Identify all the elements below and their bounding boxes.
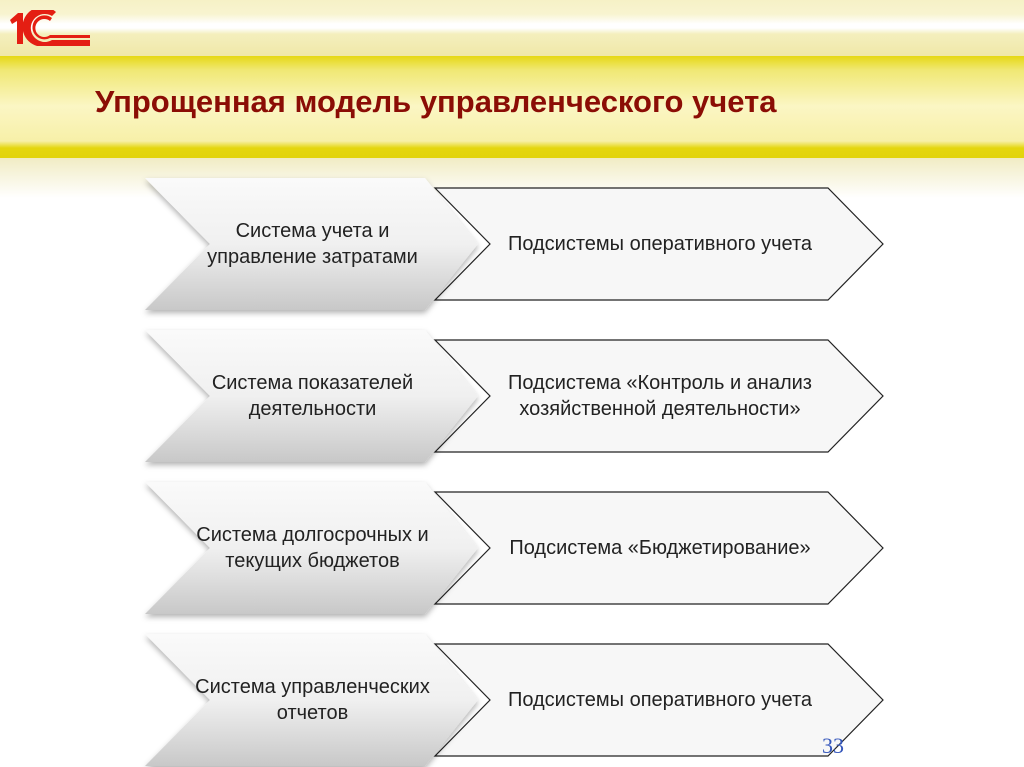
system-label: Система учета и управление затратами [207, 220, 418, 268]
top-bar [0, 0, 1024, 58]
system-chevron [145, 634, 478, 766]
system-label: Система управленческих отчетов [195, 676, 430, 724]
1c-logo [10, 10, 90, 46]
result-chevron [433, 187, 884, 301]
system-chevron [145, 482, 478, 614]
system-chevron [145, 330, 478, 462]
page-number: 33 [822, 733, 844, 758]
subsystem-label: Подсистемы оперативного учета [507, 689, 813, 711]
result-chevron [433, 491, 884, 605]
system-chevron [145, 178, 478, 310]
subsystem-label: Подсистемы оперативного учета [507, 233, 813, 255]
subsystem-label: Подсистема «Контроль и анализ хозяйствен… [508, 372, 812, 420]
system-label: Система долгосрочных и текущих бюджетов [196, 524, 429, 572]
title-band [0, 56, 1024, 158]
subsystem-label: Подсистема «Бюджетирование» [509, 537, 811, 559]
result-chevron [433, 339, 884, 453]
slide-title: Упрощенная модель управленческого учета [95, 84, 777, 119]
system-label: Система показателей деятельности [211, 372, 414, 420]
result-chevron [433, 643, 884, 757]
